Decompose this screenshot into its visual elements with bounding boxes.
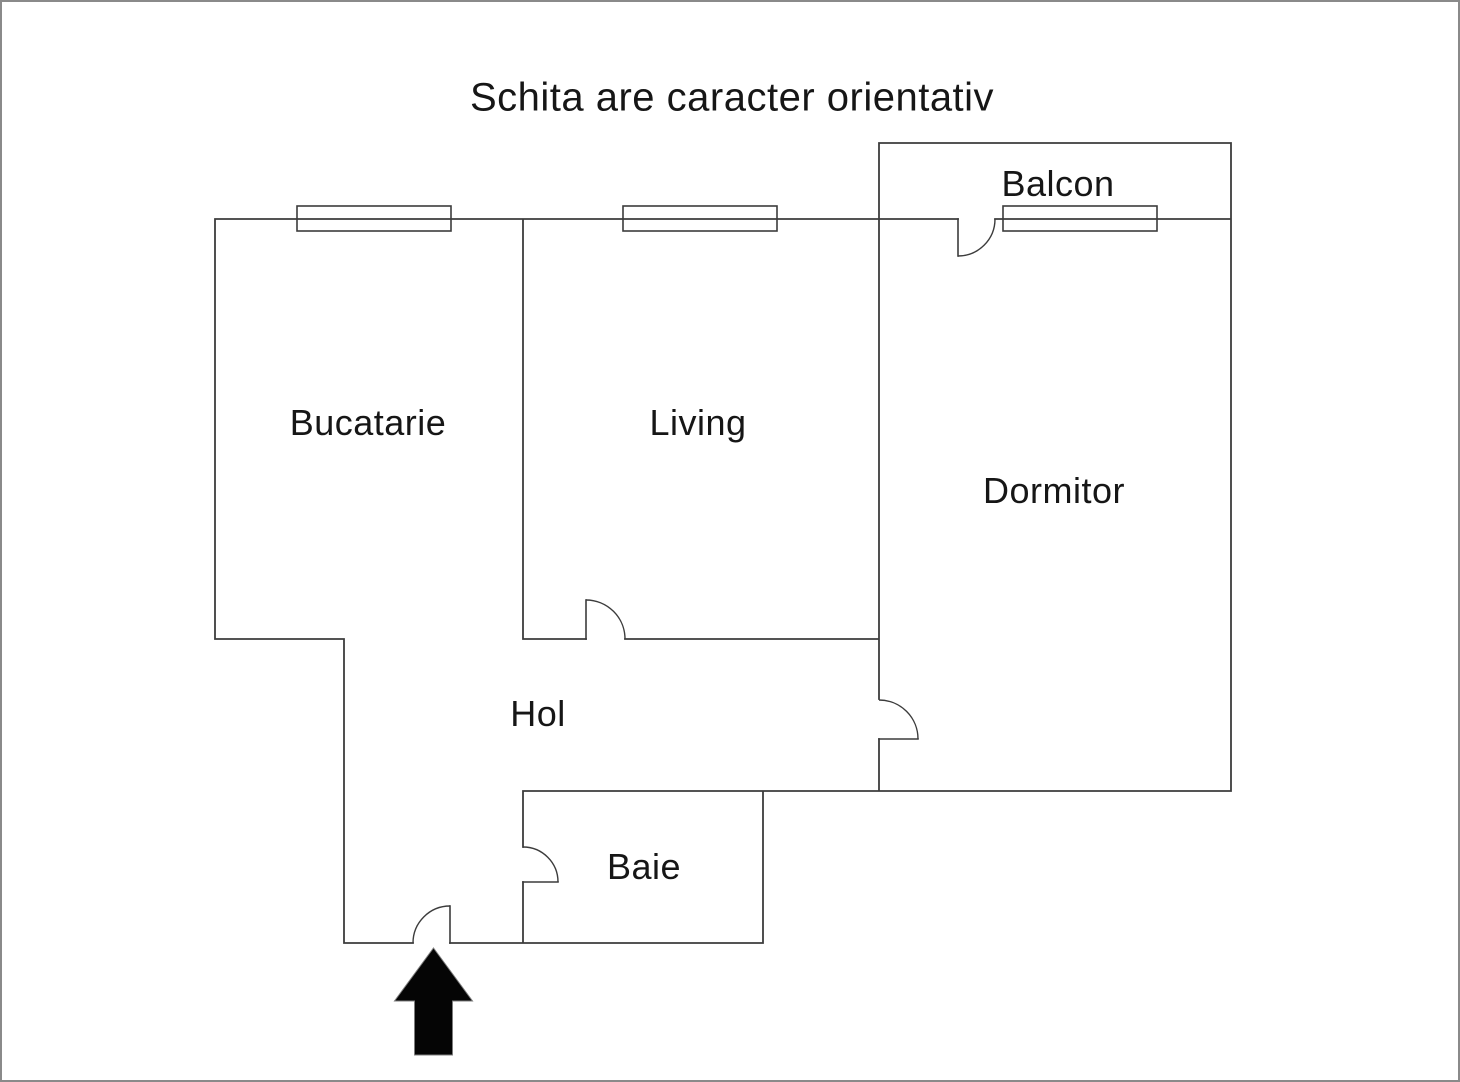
walls	[214, 142, 1232, 944]
door-arc-balcon	[957, 218, 996, 257]
windows	[296, 205, 1158, 232]
room-label-bucatarie: Bucatarie	[289, 402, 447, 443]
door-arc-entrance	[412, 905, 451, 944]
room-label-living: Living	[649, 402, 747, 443]
room-label-balcon: Balcon	[1001, 163, 1115, 204]
window-symbol-balcon	[1002, 205, 1158, 232]
door-arc-baie	[522, 846, 559, 883]
door-arc-living	[585, 599, 626, 640]
door-leaves	[449, 218, 959, 944]
room-label-hol: Hol	[510, 693, 566, 734]
door-swing-arcs	[412, 218, 996, 944]
door-arc-dormitor	[878, 699, 919, 740]
window-symbol-living	[622, 205, 778, 232]
window-symbol-bucatarie	[296, 205, 452, 232]
plan-title: Schita are caracter orientativ	[469, 75, 995, 120]
wall-lines	[214, 142, 1232, 944]
room-label-dormitor: Dormitor	[982, 470, 1126, 511]
room-label-baie: Baie	[606, 846, 682, 887]
entrance-arrow-icon	[393, 947, 474, 1056]
